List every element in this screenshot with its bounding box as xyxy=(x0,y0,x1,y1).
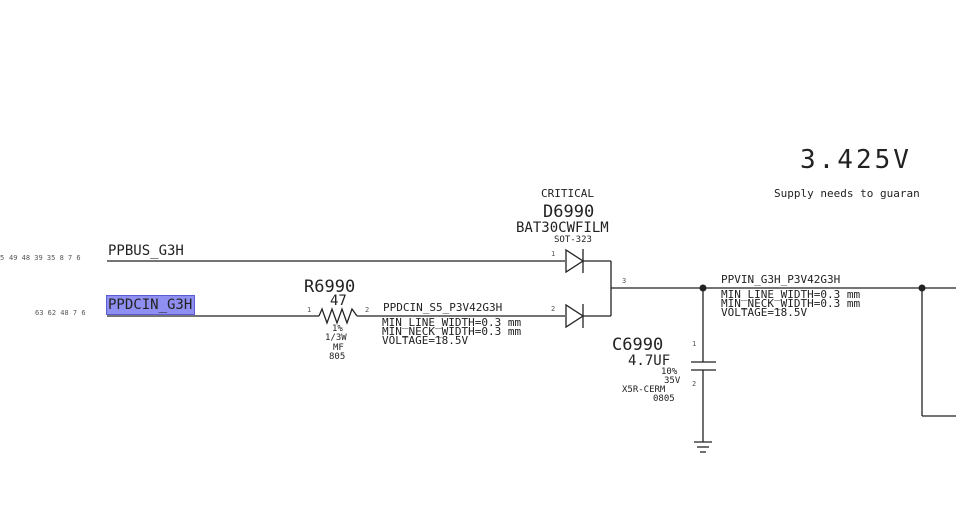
net-page-refs: 5 xyxy=(0,254,5,262)
diode-pin3: 3 xyxy=(622,277,627,285)
supply-voltage: 3.425V xyxy=(800,145,912,175)
supply-note: Supply needs to guaran xyxy=(774,187,920,200)
net-label-ppdcin-s5[interactable]: PPDCIN_S5_P3V42G3H xyxy=(383,301,503,314)
diode-package: SOT-323 xyxy=(554,235,592,245)
net-property-min-neck: MIN_NECK_WIDTH=0.3 mm xyxy=(721,297,861,310)
resistor-tolerance: 1% xyxy=(332,324,343,334)
net-property-min-neck: MIN_NECK_WIDTH=0.3 mm xyxy=(382,325,522,338)
net-page-refs: 49 48 39 35 8 7 6 xyxy=(9,254,81,262)
diode-bottom-symbol xyxy=(565,303,585,329)
net-property-voltage: VOLTAGE=18.5V xyxy=(721,306,808,319)
net-label-ppvin[interactable]: PPVIN_G3H_P3V42G3H xyxy=(721,273,841,286)
net-label-ppdcin-selected[interactable]: PPDCIN_G3H xyxy=(106,295,196,315)
diode-critical-flag: CRITICAL xyxy=(541,187,594,200)
resistor-power: 1/3W xyxy=(325,333,347,343)
resistor-refdes[interactable]: R6990 xyxy=(304,277,356,297)
net-page-refs: 63 62 48 7 6 xyxy=(35,309,86,317)
capacitor-pin2: 2 xyxy=(692,380,697,388)
resistor-symbol xyxy=(318,307,358,325)
diode-pin2: 2 xyxy=(551,305,556,313)
capacitor-size: 0805 xyxy=(653,394,675,404)
diode-top-symbol xyxy=(565,248,585,274)
capacitor-voltage: 35V xyxy=(664,376,681,386)
capacitor-value: 4.7UF xyxy=(628,353,671,369)
resistor-pin1: 1 xyxy=(307,306,312,314)
resistor-type: MF xyxy=(333,343,344,353)
junction-dot xyxy=(699,284,707,292)
diode-part-number: BAT30CWFILM xyxy=(516,220,609,236)
diode-refdes[interactable]: D6990 xyxy=(543,202,595,222)
capacitor-refdes[interactable]: C6990 xyxy=(612,335,664,355)
resistor-value: 47 xyxy=(330,293,347,309)
resistor-pin2: 2 xyxy=(365,306,370,314)
diode-pin1: 1 xyxy=(551,250,556,258)
net-property-min-line: MIN_LINE_WIDTH=0.3 mm xyxy=(382,316,522,329)
net-property-min-line: MIN_LINE_WIDTH=0.3 mm xyxy=(721,288,861,301)
resistor-size: 805 xyxy=(329,352,346,362)
junction-dot xyxy=(918,284,926,292)
capacitor-pin1: 1 xyxy=(692,340,697,348)
net-label-ppbus[interactable]: PPBUS_G3H xyxy=(108,243,184,259)
capacitor-tolerance: 10% xyxy=(661,367,678,377)
net-property-voltage: VOLTAGE=18.5V xyxy=(382,334,469,347)
capacitor-dielectric: X5R-CERM xyxy=(622,385,666,395)
